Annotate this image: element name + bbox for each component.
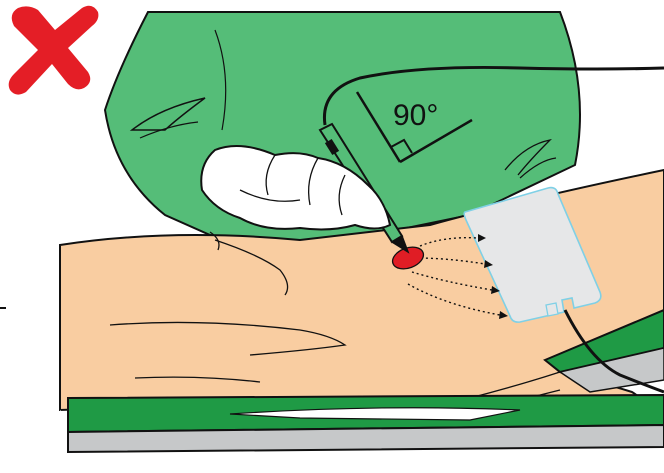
red-cross-icon <box>9 6 99 95</box>
angle-label: 90° <box>393 99 438 132</box>
pad-tab-left <box>546 303 558 316</box>
